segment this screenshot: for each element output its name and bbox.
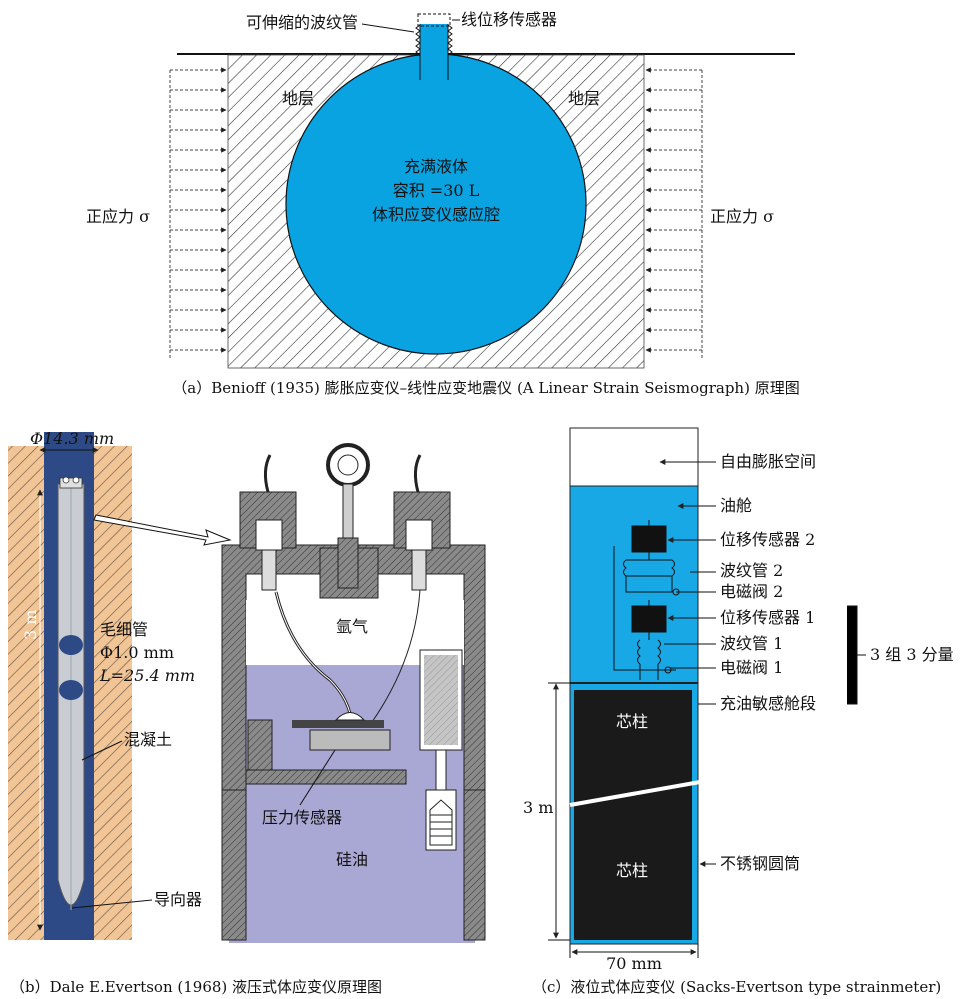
- expansion-cylinder: [419, 649, 463, 851]
- caption-b: （b）Dale E.Evertson (1968) 液压式体应变仪原理图: [10, 978, 382, 996]
- right-connector: [405, 454, 433, 591]
- detail-callout-arrow: [93, 514, 232, 546]
- cavity-text-3: 体积应变仪感应腔: [372, 205, 500, 224]
- displacement-sensor-box: [417, 13, 451, 27]
- core-bottom-label: 芯柱: [616, 861, 648, 880]
- capillary-len: L=25.4 mm: [99, 666, 195, 685]
- sensing-section-label: 充油敏感舱段: [720, 694, 816, 713]
- stratum-left-label: 地层: [282, 89, 314, 108]
- group-label: 3 组 3 分量: [870, 645, 954, 664]
- panel-b: Φ14.3 mm 3 m 毛细管 Φ1.0 mm L=25.4 mm 混凝土 导…: [8, 429, 486, 996]
- eyebolt-icon: [326, 443, 370, 589]
- caption-c: （c）液位式体应变仪 (Sacks-Evertson type strainme…: [532, 978, 941, 996]
- free-space: [569, 427, 699, 487]
- left-connector: [255, 454, 283, 591]
- height-label: 3 m: [523, 798, 553, 817]
- soil-right: [92, 446, 132, 940]
- bellows-label: 可伸缩的波纹管: [246, 13, 358, 32]
- core-column-bottom: [574, 812, 692, 940]
- pressure-sensor-label: 压力传感器: [262, 808, 342, 827]
- capillary-label: 毛细管: [100, 620, 148, 639]
- panel-c: 芯柱 芯柱: [523, 427, 954, 996]
- capillary-dia: Φ1.0 mm: [100, 643, 174, 662]
- guide-label: 导向器: [154, 890, 202, 909]
- panel-c-leaders: [659, 459, 866, 867]
- free-space-label: 自由膨胀空间: [720, 452, 816, 471]
- stress-left-label: 正应力 σ: [86, 207, 150, 226]
- length-label: 3 m: [21, 610, 40, 640]
- panel-a: 可伸缩的波纹管 线位移传感器 地层 地层 充满液体 容积 =30 L 体积应变仪…: [86, 10, 800, 397]
- sensor2-label: 位移传感器 2: [720, 530, 815, 549]
- cavity-text-1: 充满液体: [404, 157, 468, 176]
- bellows1-label: 波纹管 1: [720, 634, 783, 653]
- bellows2-label: 波纹管 2: [720, 561, 783, 580]
- stress-arrows-right: [645, 67, 703, 360]
- core-break-line: [569, 780, 701, 807]
- core-column-top: [574, 690, 692, 812]
- cavity-text-2: 容积 =30 L: [393, 181, 480, 200]
- caption-a: （a）Benioff (1935) 膨胀应变仪–线性应变地震仪 (A Linea…: [172, 379, 799, 397]
- silicone-oil-label: 硅油: [336, 850, 368, 869]
- steel-label: 不锈钢圆筒: [720, 854, 800, 873]
- argon-label: 氩气: [336, 617, 368, 636]
- sensor-label: 线位移传感器: [461, 10, 557, 29]
- pressure-sensor: [245, 712, 407, 785]
- stress-right-label: 正应力 σ: [710, 207, 774, 226]
- width-label: 70 mm: [606, 954, 662, 973]
- sensing-cavity: [285, 53, 587, 355]
- bellows-icon: [415, 24, 453, 56]
- oil-chamber-label: 油舱: [720, 496, 752, 515]
- valve1-label: 电磁阀 1: [720, 658, 783, 677]
- stress-arrows-left: [169, 67, 227, 360]
- core-top-label: 芯柱: [616, 712, 648, 731]
- sensor1-label: 位移传感器 1: [720, 608, 815, 627]
- concrete-label: 混凝土: [124, 730, 172, 749]
- stratum-right-label: 地层: [568, 89, 600, 108]
- internal-schematic: [613, 520, 680, 680]
- cavity-neck: [420, 24, 448, 84]
- diameter-label: Φ14.3 mm: [30, 429, 114, 448]
- valve2-label: 电磁阀 2: [720, 582, 783, 601]
